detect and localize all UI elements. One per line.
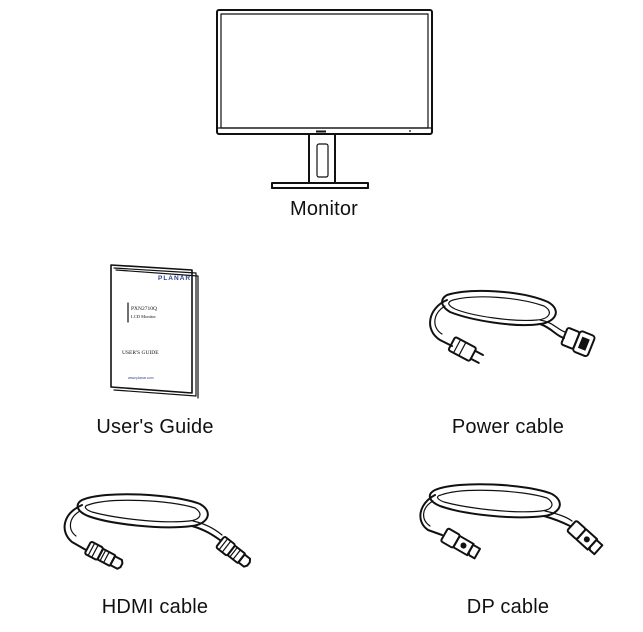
booklet-subtitle: LCD Monitor bbox=[131, 314, 156, 319]
hdmi-cable-label: HDMI cable bbox=[101, 596, 209, 618]
booklet-brand: PLANAR bbox=[158, 275, 191, 282]
booklet-guide-title: USER'S GUIDE bbox=[122, 350, 159, 356]
power-cable-label: Power cable bbox=[451, 416, 565, 438]
monitor-label: Monitor bbox=[289, 198, 359, 220]
booklet-model: PXN2710Q bbox=[131, 306, 157, 312]
booklet-footer: www.planar.com bbox=[128, 376, 154, 380]
users-guide-label: User's Guide bbox=[96, 416, 214, 438]
dp-cable-label: DP cable bbox=[466, 596, 550, 618]
